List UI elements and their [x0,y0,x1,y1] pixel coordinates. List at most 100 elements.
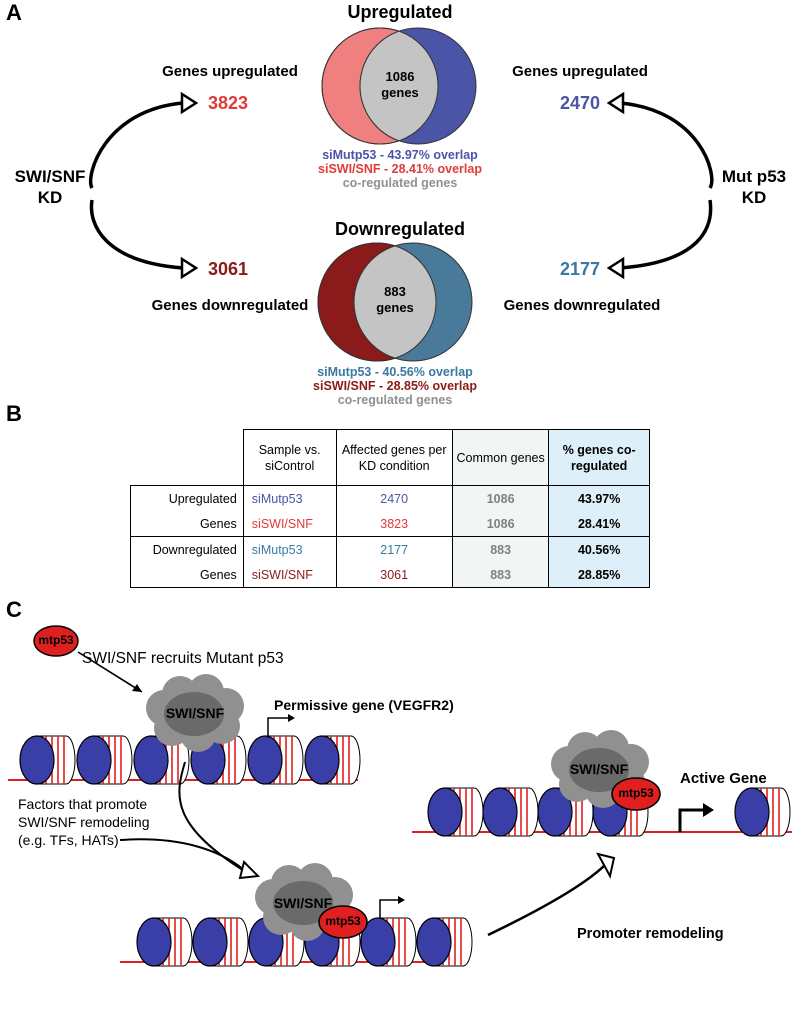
left-arrows [89,101,184,270]
panel-letter-b: B [6,401,22,426]
table-header-pct: % genes co-regulated [548,429,650,486]
right-down-arrowhead [606,256,625,280]
venn-downregulated [317,242,473,362]
nucleosome-icon [427,787,484,837]
table-cell-common: 1086 [451,485,549,511]
promoter-remodeling-arrow [487,863,607,937]
permissive-gene-label: Permissive gene (VEGFR2) [274,697,454,713]
venn-upregulated [321,27,477,145]
tss-arrow-row1 [267,717,288,738]
venn-down-line-mutp53: siMutp53 - 40.56% overlap [317,365,473,379]
panel-c-graphics [8,625,792,967]
table-cell-sample: siMutp53 [242,485,336,511]
panel-letter-a: A [6,0,22,25]
left-up-arrowhead [180,91,199,115]
table-header-common: Common genes [451,429,549,486]
mtp53-active-label: mtp53 [618,786,654,800]
venn-up-unit: genes [381,85,419,100]
promoter-remodeling-label: Promoter remodeling [577,926,724,942]
mtp53-free-label: mtp53 [38,633,74,647]
table-cell-group: Upregulated [130,485,244,511]
mtp53-active-ellipse [611,777,661,811]
right-kd-line1: Mut p53 [721,167,787,186]
recruit-arrow [77,651,143,693]
table-row: Downregulated siMutp53 2177 883 40.56% [130,536,650,562]
table-cell-pct: 40.56% [548,536,650,562]
venn-up-line-mutp53: siMutp53 - 43.97% overlap [322,148,478,162]
right-down-value: 2177 [560,259,601,279]
table-header-affected: Affected genes per KD condition [335,429,453,486]
mtp53-bound-ellipse [318,905,368,939]
table-cell-common: 1086 [451,511,549,537]
factors-line3: (e.g. TFs, HATs) [18,832,119,848]
table-row: Upregulated siMutp53 2470 1086 43.97% [130,485,650,511]
tss-arrow-row3 [678,808,705,832]
panel-letter-c: C [6,597,22,622]
table-cell-pct: 28.41% [548,511,650,537]
table-header-sample: Sample vs. siControl [242,429,336,486]
table-cell-affected: 2177 [335,536,453,562]
right-arrows [619,101,714,270]
table-cell-common: 883 [451,562,549,588]
nucleosome-icon [734,787,791,837]
table-cell-sample: siMutp53 [242,536,336,562]
nucleosome-icon [416,917,473,967]
venn-down-title: Downregulated [334,219,465,239]
table-cell-pct: 43.97% [548,485,650,511]
table-cell-affected: 2470 [335,485,453,511]
nucleosome-icon [304,735,361,785]
nucleosome-icon [19,735,76,785]
left-up-value: 3823 [208,93,249,113]
table-cell-common: 883 [451,536,549,562]
recruit-text: SWI/SNF recruits Mutant p53 [82,650,284,667]
table-cell-sample: siSWI/SNF [242,562,336,588]
venn-up-overlap [359,28,438,144]
table-cell-group: Genes [130,511,244,537]
left-kd-line2: KD [37,188,63,207]
right-kd-label: Mut p53 KD [712,166,796,208]
table-cell-group: Genes [130,562,244,588]
venn-up-line-coreg: co-regulated genes [342,176,458,190]
left-kd-label: SWI/SNF KD [10,166,90,208]
right-up-value: 2470 [560,93,601,113]
left-kd-line1: SWI/SNF [14,167,86,186]
factors-text: Factors that promote SWI/SNF remodeling … [18,795,149,849]
right-down-label: Genes downregulated [503,297,661,314]
swisnf-label-row2: SWI/SNF [273,895,333,911]
active-gene-label: Active Gene [680,770,767,787]
table-cell-group: Downregulated [130,536,244,562]
table-cell-pct: 28.85% [548,562,650,588]
right-up-label: Genes upregulated [512,63,648,80]
right-up-arrowhead [606,91,625,115]
venn-down-count: 883 [384,284,406,299]
mtp53-free-ellipse [33,625,79,657]
right-kd-line2: KD [741,188,767,207]
nucleosome-icon [247,735,304,785]
factors-line1: Factors that promote [18,796,148,812]
table-corner [131,430,244,486]
nucleosome-icon [360,917,417,967]
swisnf-label-row3: SWI/SNF [569,761,629,777]
venn-down-line-coreg: co-regulated genes [337,393,453,407]
venn-down-unit: genes [376,300,414,315]
table-header-row: Sample vs. siControl Affected genes per … [131,429,650,486]
nucleosome-icon [192,917,249,967]
nucleosome-icon [76,735,133,785]
tss-arrow-row2 [379,899,398,918]
left-up-label: Genes upregulated [162,63,298,80]
venn-down-line-swisnf: siSWI/SNF - 28.85% overlap [313,379,477,393]
factors-line2: SWI/SNF remodeling [18,814,150,830]
venn-up-title: Upregulated [347,2,453,22]
table-cell-sample: siSWI/SNF [242,511,336,537]
table-cell-affected: 3823 [335,511,453,537]
swisnf-label-row1: SWI/SNF [165,705,225,721]
venn-up-line-swisnf: siSWI/SNF - 28.41% overlap [318,162,482,176]
left-down-value: 3061 [208,259,249,279]
table-cell-affected: 3061 [335,562,453,588]
nucleosome-icon [482,787,539,837]
nucleosome-icon [136,917,193,967]
venn-up-count: 1086 [385,69,415,84]
table-row: Genes siSWI/SNF 3823 1086 28.41% [130,511,650,537]
table-row: Genes siSWI/SNF 3061 883 28.85% [130,562,650,588]
coregulation-table: Sample vs. siControl Affected genes per … [130,429,650,588]
